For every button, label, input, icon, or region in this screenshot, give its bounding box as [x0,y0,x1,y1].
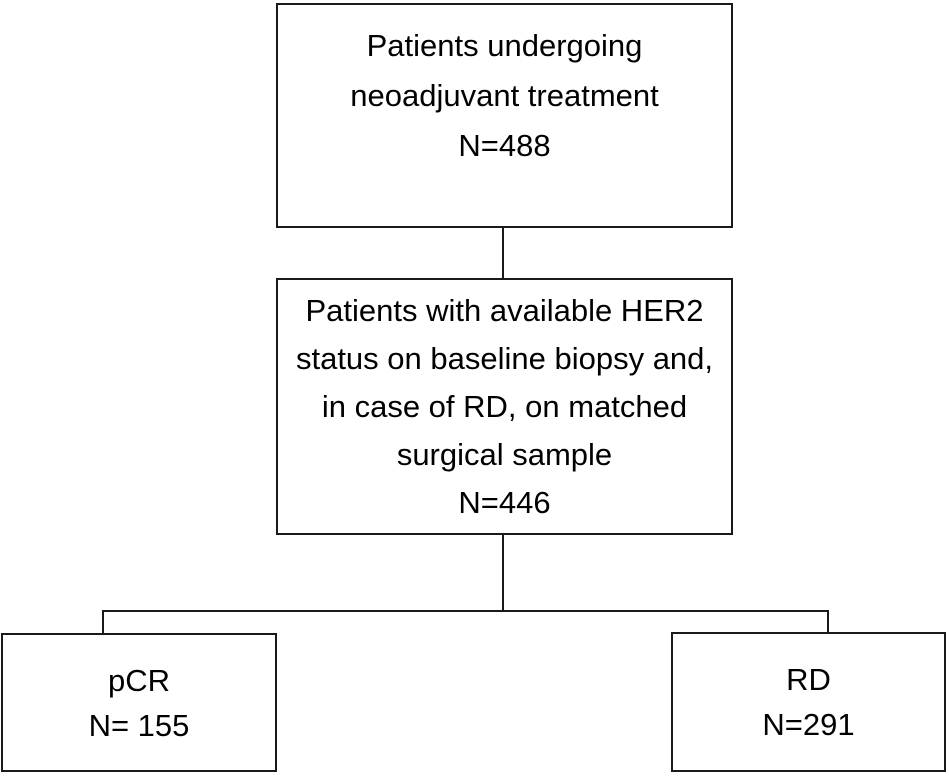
node-text-line: RD [786,662,831,697]
connector-middle-to-rail [502,534,504,612]
node-text-line: Patients with available HER2 [305,292,704,328]
connector-rail-to-rd [827,610,829,634]
node-text-line: surgical sample [396,436,613,472]
connector-rail-to-pcr [102,610,104,635]
node-count-label: N=291 [762,707,855,742]
connector-top-to-middle [502,227,504,279]
node-text-line: Patients undergoing [366,28,643,63]
node-count-label: N=446 [458,484,551,520]
node-patients-undergoing-treatment: Patients undergoing neoadjuvant treatmen… [276,3,733,228]
node-text-line: status on baseline biopsy and, [295,340,714,376]
node-count-label: N= 155 [88,707,190,743]
node-text-line: in case of RD, on matched [321,388,688,424]
node-text-line: neoadjuvant treatment [350,78,659,113]
node-text-line: pCR [107,662,170,698]
node-rd: RD N=291 [671,632,946,772]
node-available-her2-status: Patients with available HER2 status on b… [276,278,733,535]
node-pcr: pCR N= 155 [1,633,277,772]
node-count-label: N=488 [458,128,551,163]
connector-horizontal-rail [102,610,829,612]
